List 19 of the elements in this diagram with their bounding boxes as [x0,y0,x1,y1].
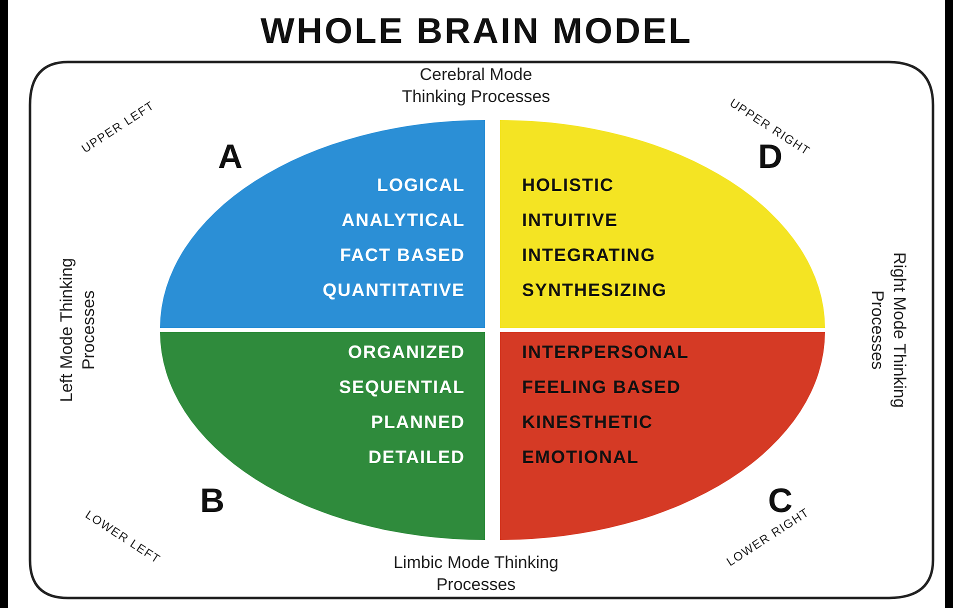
quadrant-keyword: DETAILED [368,447,465,468]
quadrant-keyword: EMOTIONAL [522,447,639,468]
quadrant-keyword: HOLISTIC [522,175,614,196]
quadrant-keyword: SYNTHESIZING [522,280,668,301]
quadrant-keyword: FACT BASED [340,245,465,266]
quadrant-keyword: QUANTITATIVE [322,280,465,301]
quadrant-keyword: ORGANIZED [348,342,465,363]
quadrant-keyword: SEQUENTIAL [338,377,465,398]
quadrant-letter: A [218,138,243,177]
quadrant-keyword: PLANNED [370,412,465,433]
quadrant-keyword: KINESTHETIC [522,412,654,433]
title: WHOLE BRAIN MODEL [260,10,694,52]
quadrant-keyword: INTUITIVE [522,210,618,231]
quadrant-keyword: ANALYTICAL [342,210,465,231]
quadrant-keyword: LOGICAL [377,175,465,196]
quadrant-keyword: INTERPERSONAL [522,342,690,363]
quadrant-keyword: INTEGRATING [522,245,656,266]
quadrant-keyword: FEELING BASED [522,377,682,398]
quadrant-letter: B [200,482,225,521]
